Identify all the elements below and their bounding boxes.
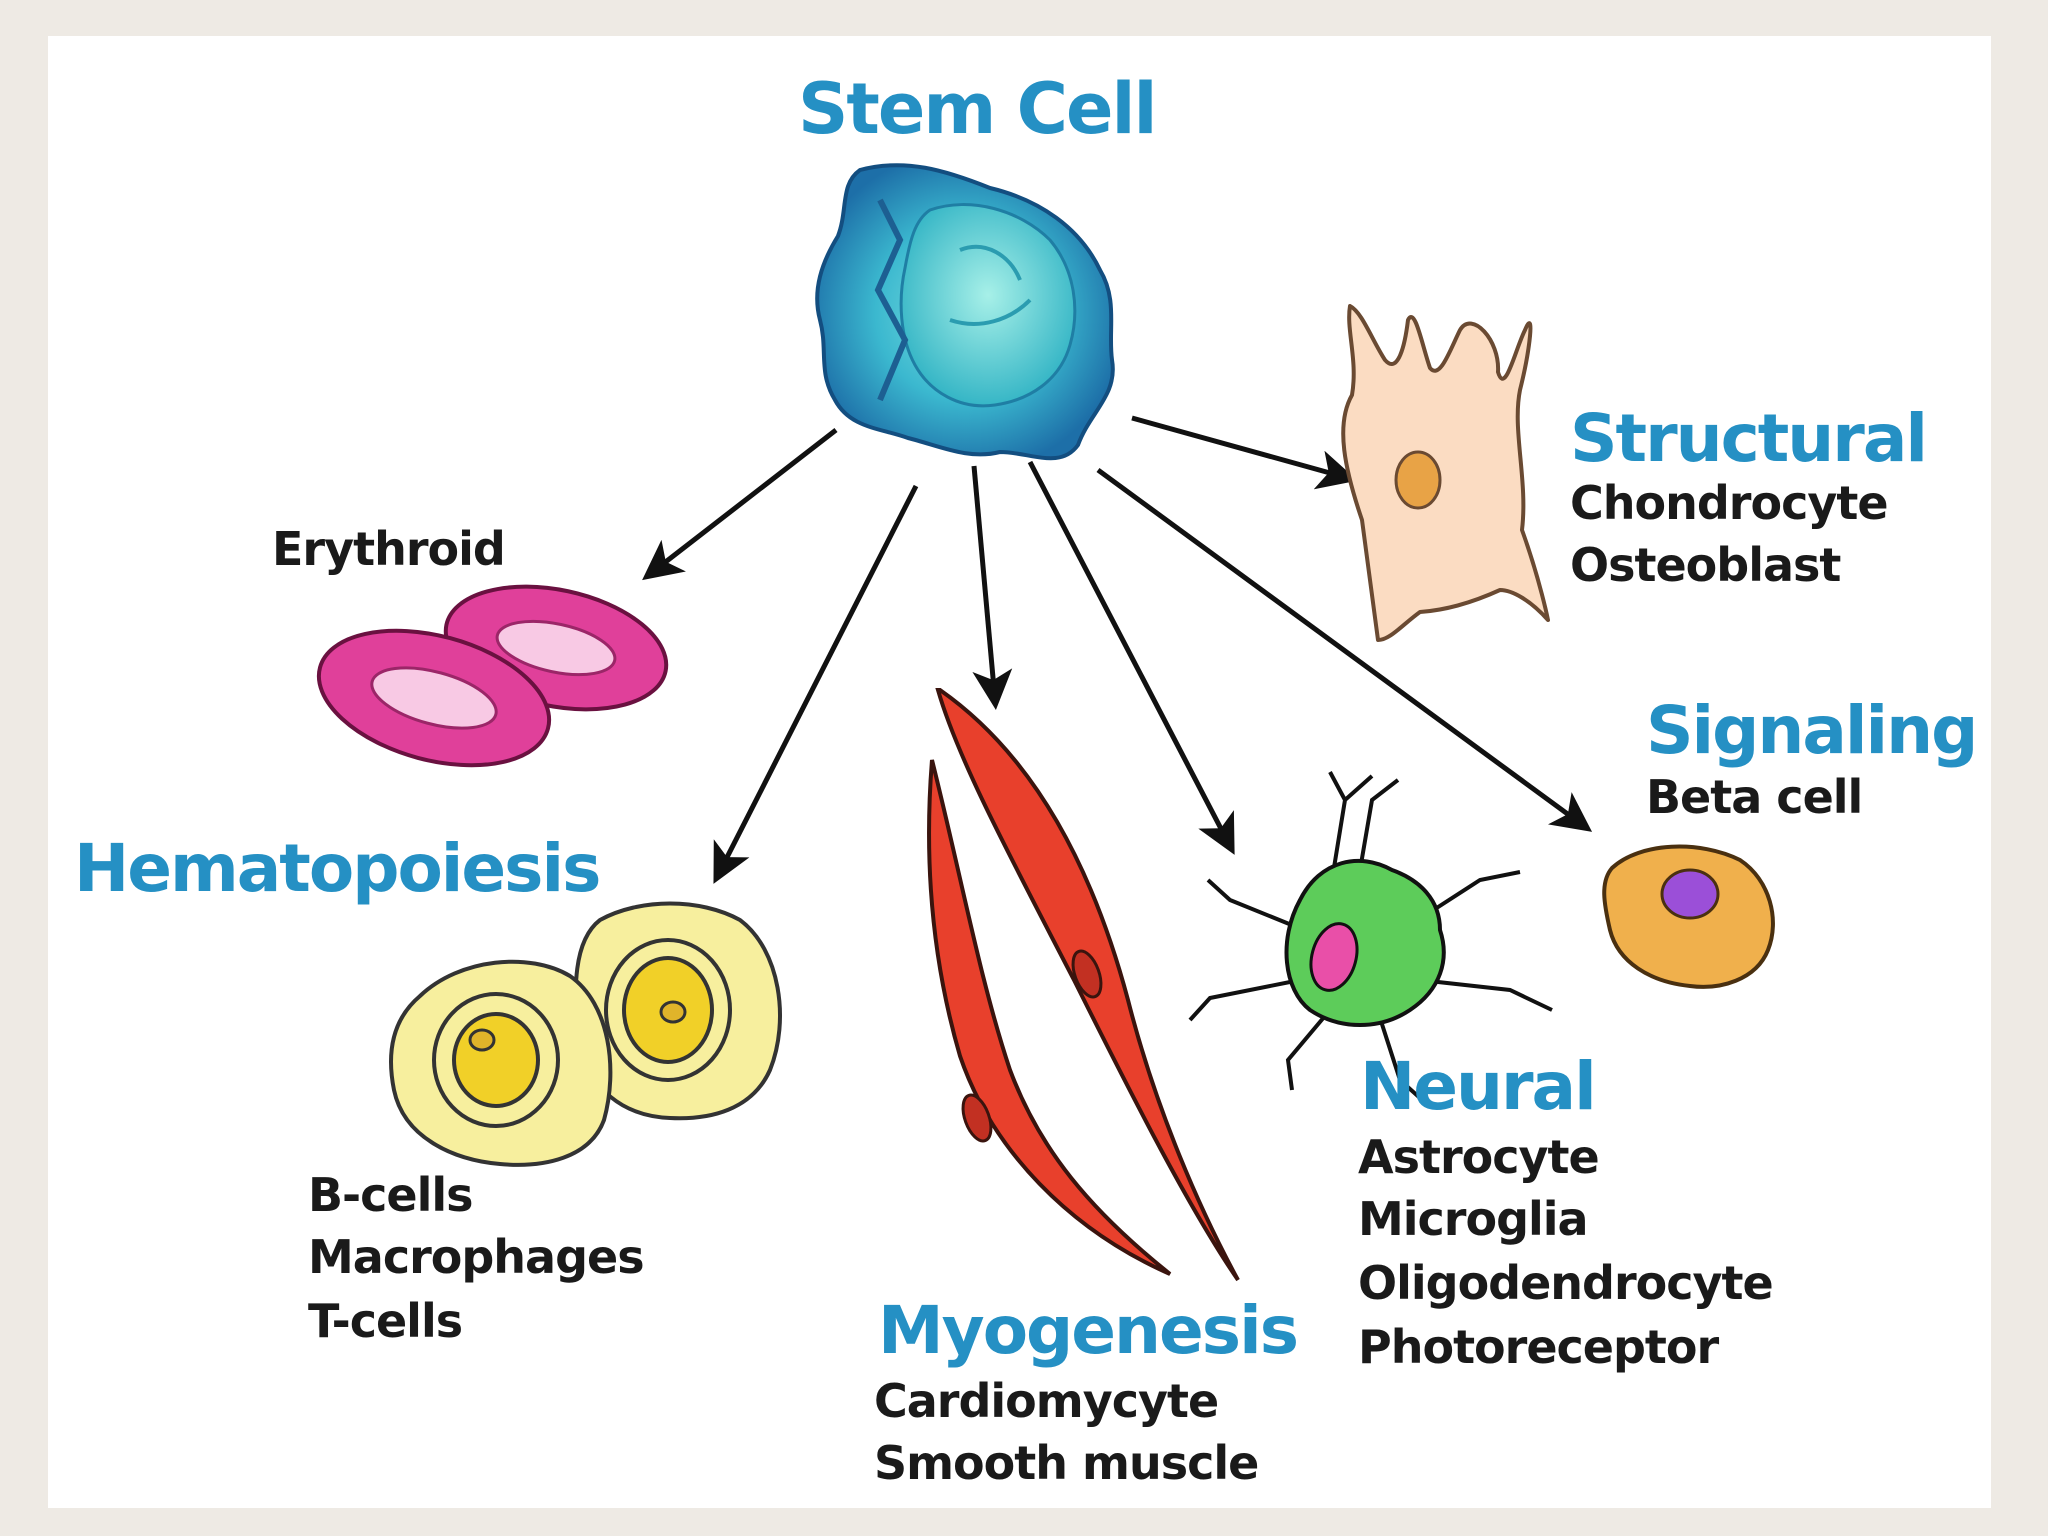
diagram-title: Stem Cell (798, 68, 1157, 150)
neural-item-microglia: Microglia (1358, 1192, 1589, 1246)
signaling-item-beta-cell: Beta cell (1646, 770, 1863, 824)
diagram-illustration (316, 163, 1775, 1282)
neural-item-astrocyte: Astrocyte (1358, 1130, 1600, 1184)
hematopoiesis-item-b-cells: B-cells (308, 1168, 474, 1222)
arrow-to-myogenesis (971, 465, 1013, 710)
muscle-cells-image (927, 688, 1240, 1282)
hematopoietic-cells-image (389, 901, 782, 1167)
hematopoiesis-item-t-cells: T-cells (308, 1294, 463, 1348)
myogenesis-item-cardiomycyte: Cardiomycyte (874, 1374, 1219, 1428)
chondrocyte-cell-image (1341, 304, 1550, 642)
diagram-panel: Stem Cell Structural Chondrocyte Osteobl… (48, 36, 1991, 1508)
neural-item-photoreceptor: Photoreceptor (1358, 1320, 1719, 1374)
myogenesis-heading: Myogenesis (878, 1292, 1299, 1369)
arrow-to-neural (1027, 460, 1235, 855)
arrow-to-hematopoiesis (713, 484, 919, 884)
neural-item-oligodendrocyte: Oligodendrocyte (1358, 1256, 1774, 1310)
myogenesis-item-smooth-muscle: Smooth muscle (874, 1436, 1259, 1490)
neural-heading: Neural (1360, 1048, 1597, 1125)
neural-cell-image (1188, 771, 1553, 1100)
erythroid-label: Erythroid (272, 522, 506, 576)
arrow-to-structural (1131, 415, 1358, 490)
differentiation-arrows (642, 415, 1593, 884)
erythroid-cells-image (316, 584, 669, 768)
structural-item-osteoblast: Osteoblast (1570, 538, 1841, 592)
hematopoiesis-heading: Hematopoiesis (74, 830, 601, 907)
structural-heading: Structural (1570, 400, 1928, 477)
signaling-heading: Signaling (1646, 692, 1978, 769)
stem-cell-image (815, 163, 1115, 461)
structural-item-chondrocyte: Chondrocyte (1570, 476, 1889, 530)
hematopoiesis-item-macrophages: Macrophages (308, 1230, 645, 1284)
arrow-to-signaling (1096, 467, 1593, 832)
arrow-to-erythroid (642, 428, 838, 581)
beta-cell-image (1602, 844, 1775, 989)
